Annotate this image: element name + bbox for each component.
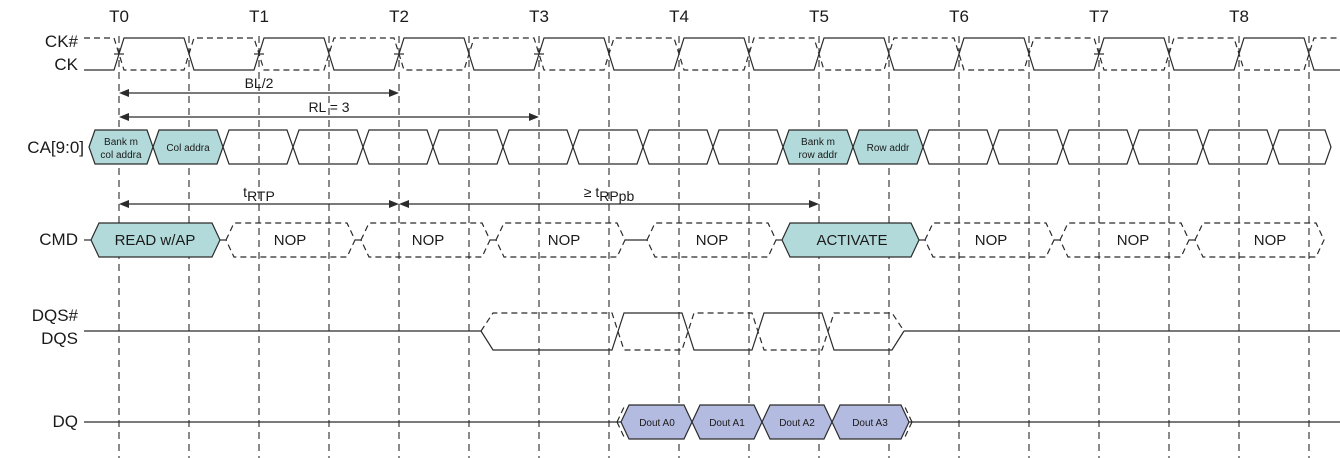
signal-label-cmd: CMD — [39, 230, 78, 249]
ca-cell-empty — [1062, 129, 1134, 165]
rl-arrow: RL = 3 — [119, 99, 539, 121]
cmd-nop-label: NOP — [696, 232, 729, 249]
bl2-label: BL/2 — [245, 75, 274, 91]
tick-label-t6: T6 — [949, 7, 969, 26]
signal-label-ck-bar: CK# — [45, 32, 79, 51]
ca-cell-empty — [432, 129, 504, 165]
ca-bank-col-line1: Bank m — [104, 137, 138, 148]
ca-bank-row-line1: Bank m — [801, 137, 835, 148]
cmd-nop-label: NOP — [412, 232, 445, 249]
trtp-label: tRTP — [243, 184, 275, 204]
tick-label-t3: T3 — [529, 7, 549, 26]
dqs-waveform — [84, 312, 1340, 351]
ca-col-addr: Col addra — [166, 143, 210, 154]
ca-cell-empty — [572, 129, 644, 165]
dq-a2-label: Dout A2 — [779, 418, 815, 429]
trppb-arrow: ≥ tRPpb — [399, 184, 819, 208]
signal-label-ck: CK — [54, 55, 78, 74]
cmd-nop-label: NOP — [1117, 232, 1150, 249]
ca-cell-empty — [712, 129, 784, 165]
ca-cell-empty — [502, 129, 574, 165]
ca-cell-empty — [642, 129, 714, 165]
dq-cell-a3 — [831, 404, 910, 440]
ca-cell-empty — [1202, 129, 1274, 165]
signal-label-ca: CA[9:0] — [27, 138, 84, 157]
ca-bus: Bank m col addra Col addra Bank m row ad… — [88, 129, 1332, 165]
signal-label-dq: DQ — [53, 412, 79, 431]
bl2-arrow: BL/2 — [119, 75, 399, 97]
dq-a1-label: Dout A1 — [709, 418, 745, 429]
rl-label: RL = 3 — [308, 99, 349, 115]
cmd-bus: READ w/AP NOP NOP NOP NOP ACTIVATE NOP N… — [84, 222, 1325, 258]
dq-bus: Dout A0 Dout A1 Dout A2 Dout A3 — [84, 404, 1340, 440]
ca-cell-empty — [922, 129, 994, 165]
tick-label-t5: T5 — [809, 7, 829, 26]
signal-labels: CK# CK CA[9:0] CMD DQS# DQS DQ — [27, 32, 84, 431]
ca-cell-empty — [992, 129, 1064, 165]
signal-label-dqs: DQS — [41, 329, 78, 348]
trtp-arrow: tRTP — [119, 184, 399, 208]
ca-bank-col-line2: col addra — [100, 150, 142, 161]
ca-cell-empty — [222, 129, 294, 165]
tick-label-t4: T4 — [669, 7, 689, 26]
ca-cell-empty — [362, 129, 434, 165]
ck-waveform — [84, 37, 1340, 71]
cmd-activate-label: ACTIVATE — [816, 232, 887, 249]
ca-cell-empty — [292, 129, 364, 165]
tick-label-t2: T2 — [389, 7, 409, 26]
cmd-cell-nop — [1194, 222, 1325, 258]
edge-reference-lines — [118, 36, 1310, 458]
dq-a0-label: Dout A0 — [639, 418, 675, 429]
signal-label-dqs-bar: DQS# — [32, 306, 79, 325]
tick-label-t0: T0 — [109, 7, 129, 26]
dq-a3-label: Dout A3 — [852, 418, 888, 429]
ca-bank-row-line2: row addr — [799, 150, 839, 161]
trppb-label: ≥ tRPpb — [584, 184, 635, 204]
cmd-nop-label: NOP — [274, 232, 307, 249]
cmd-nop-label: NOP — [975, 232, 1008, 249]
tick-label-t7: T7 — [1089, 7, 1109, 26]
cmd-nop-label: NOP — [1254, 232, 1287, 249]
cmd-nop-label: NOP — [548, 232, 581, 249]
tick-labels: T0 T1 T2 T3 T4 T5 T6 T7 T8 — [109, 7, 1249, 26]
cmd-read-label: READ w/AP — [115, 232, 196, 249]
ca-cell-empty — [1132, 129, 1204, 165]
ca-row-addr: Row addr — [867, 143, 910, 154]
tick-label-t8: T8 — [1229, 7, 1249, 26]
tick-label-t1: T1 — [249, 7, 269, 26]
ca-cell-empty — [1272, 129, 1332, 165]
